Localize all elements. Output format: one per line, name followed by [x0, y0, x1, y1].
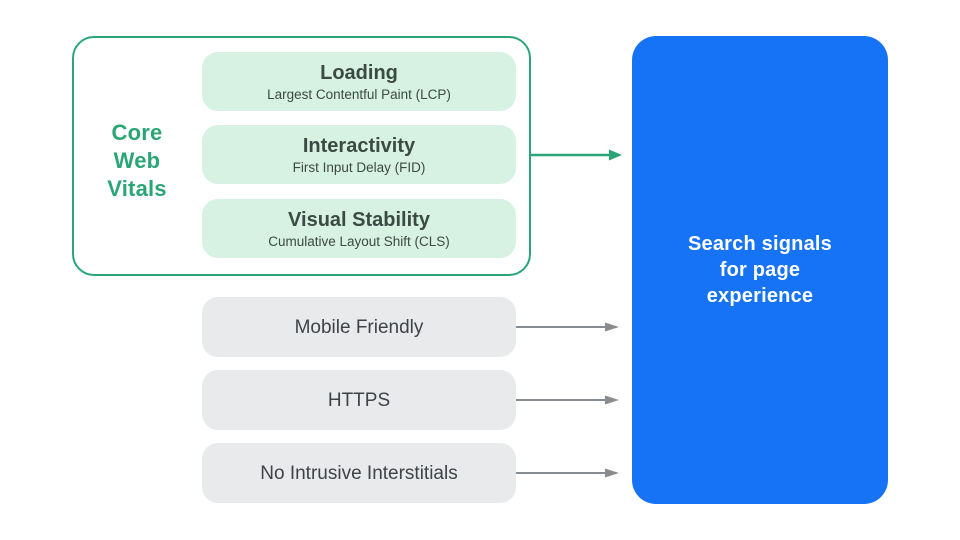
metric-title: Visual Stability	[288, 208, 430, 231]
metric-card-visual-stability: Visual Stability Cumulative Layout Shift…	[202, 199, 516, 258]
arrow-core-web-vitals-icon	[531, 149, 622, 161]
signal-label: Mobile Friendly	[294, 316, 424, 338]
arrow-no-intrusive-interstitials-icon	[516, 468, 619, 478]
search-signals-label: Search signals for page experience	[688, 233, 832, 307]
metric-subtitle: Largest Contentful Paint (LCP)	[267, 86, 451, 102]
metric-subtitle: Cumulative Layout Shift (CLS)	[268, 233, 450, 249]
metric-card-loading: Loading Largest Contentful Paint (LCP)	[202, 52, 516, 111]
metric-subtitle: First Input Delay (FID)	[292, 159, 426, 175]
metric-card-interactivity: Interactivity First Input Delay (FID)	[202, 125, 516, 184]
signal-card-https: HTTPS	[202, 370, 516, 430]
metric-title: Interactivity	[302, 134, 416, 157]
arrow-mobile-friendly-icon	[516, 322, 619, 332]
signal-label: No Intrusive Interstitials	[260, 462, 458, 484]
search-signals-box: Search signals for page experience	[632, 36, 888, 504]
core-web-vitals-label: Core Web Vitals	[107, 120, 167, 201]
signal-card-no-intrusive-interstitials: No Intrusive Interstitials	[202, 443, 516, 503]
signal-card-mobile-friendly: Mobile Friendly	[202, 297, 516, 357]
metric-title: Loading	[320, 61, 398, 84]
signal-label: HTTPS	[327, 389, 391, 411]
arrow-https-icon	[516, 395, 619, 405]
